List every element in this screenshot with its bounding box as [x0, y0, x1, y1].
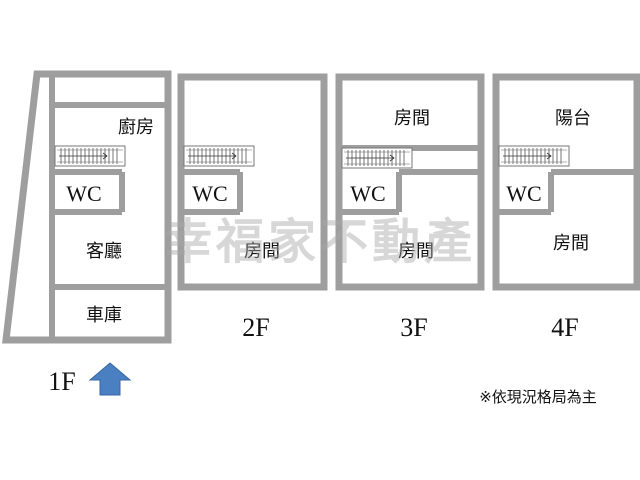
layout-disclaimer-note: ※依現況格局為主	[479, 388, 597, 406]
floor-2f-label: 2F	[242, 313, 269, 342]
floor-4f-balcony-label: 陽台	[555, 108, 591, 129]
floor-3f-room-bottom-label: 房間	[398, 241, 434, 262]
floor-2f-outer-wall	[177, 73, 328, 291]
floor-4f-label: 4F	[551, 313, 578, 342]
floor-3f-room-top-label: 房間	[394, 108, 430, 129]
floor-1f-label: 1F	[48, 367, 75, 396]
floor-2f-staircase	[183, 145, 255, 167]
floor-4f-room-label: 房間	[553, 233, 589, 254]
floor-1f-garage-label: 車庫	[86, 305, 122, 326]
floor-1f-plan: 廚房 WC 客廳 車庫 1F	[2, 70, 172, 396]
floor-3f-label: 3F	[400, 313, 427, 342]
floor-1f-wc-label: WC	[66, 181, 101, 206]
floor-3f-staircase	[341, 147, 413, 169]
floor-1f-kitchen-label: 廚房	[118, 116, 154, 138]
up-arrow-icon	[88, 362, 132, 396]
floor-1f-living-room-label: 客廳	[86, 241, 122, 262]
floor-2f-room-label: 房間	[244, 241, 280, 262]
floor-3f-plan: 房間 WC 房間 3F	[335, 73, 485, 342]
floor-4f-wc-label: WC	[506, 181, 541, 206]
floor-2f-plan: WC 房間 2F	[177, 73, 328, 342]
watermark: 幸福家不動產	[164, 214, 476, 270]
floor-4f-staircase	[498, 145, 570, 167]
floor-4f-outer-wall	[492, 73, 640, 291]
floor-4f-plan: 陽台 WC 房間 4F	[492, 73, 640, 342]
floor-2f-wc-label: WC	[192, 181, 227, 206]
floor-3f-wc-label: WC	[350, 181, 385, 206]
floor-1f-staircase	[54, 145, 126, 167]
floor-3f-outer-wall	[335, 73, 485, 291]
floor-1f-outer-wall	[2, 70, 172, 344]
